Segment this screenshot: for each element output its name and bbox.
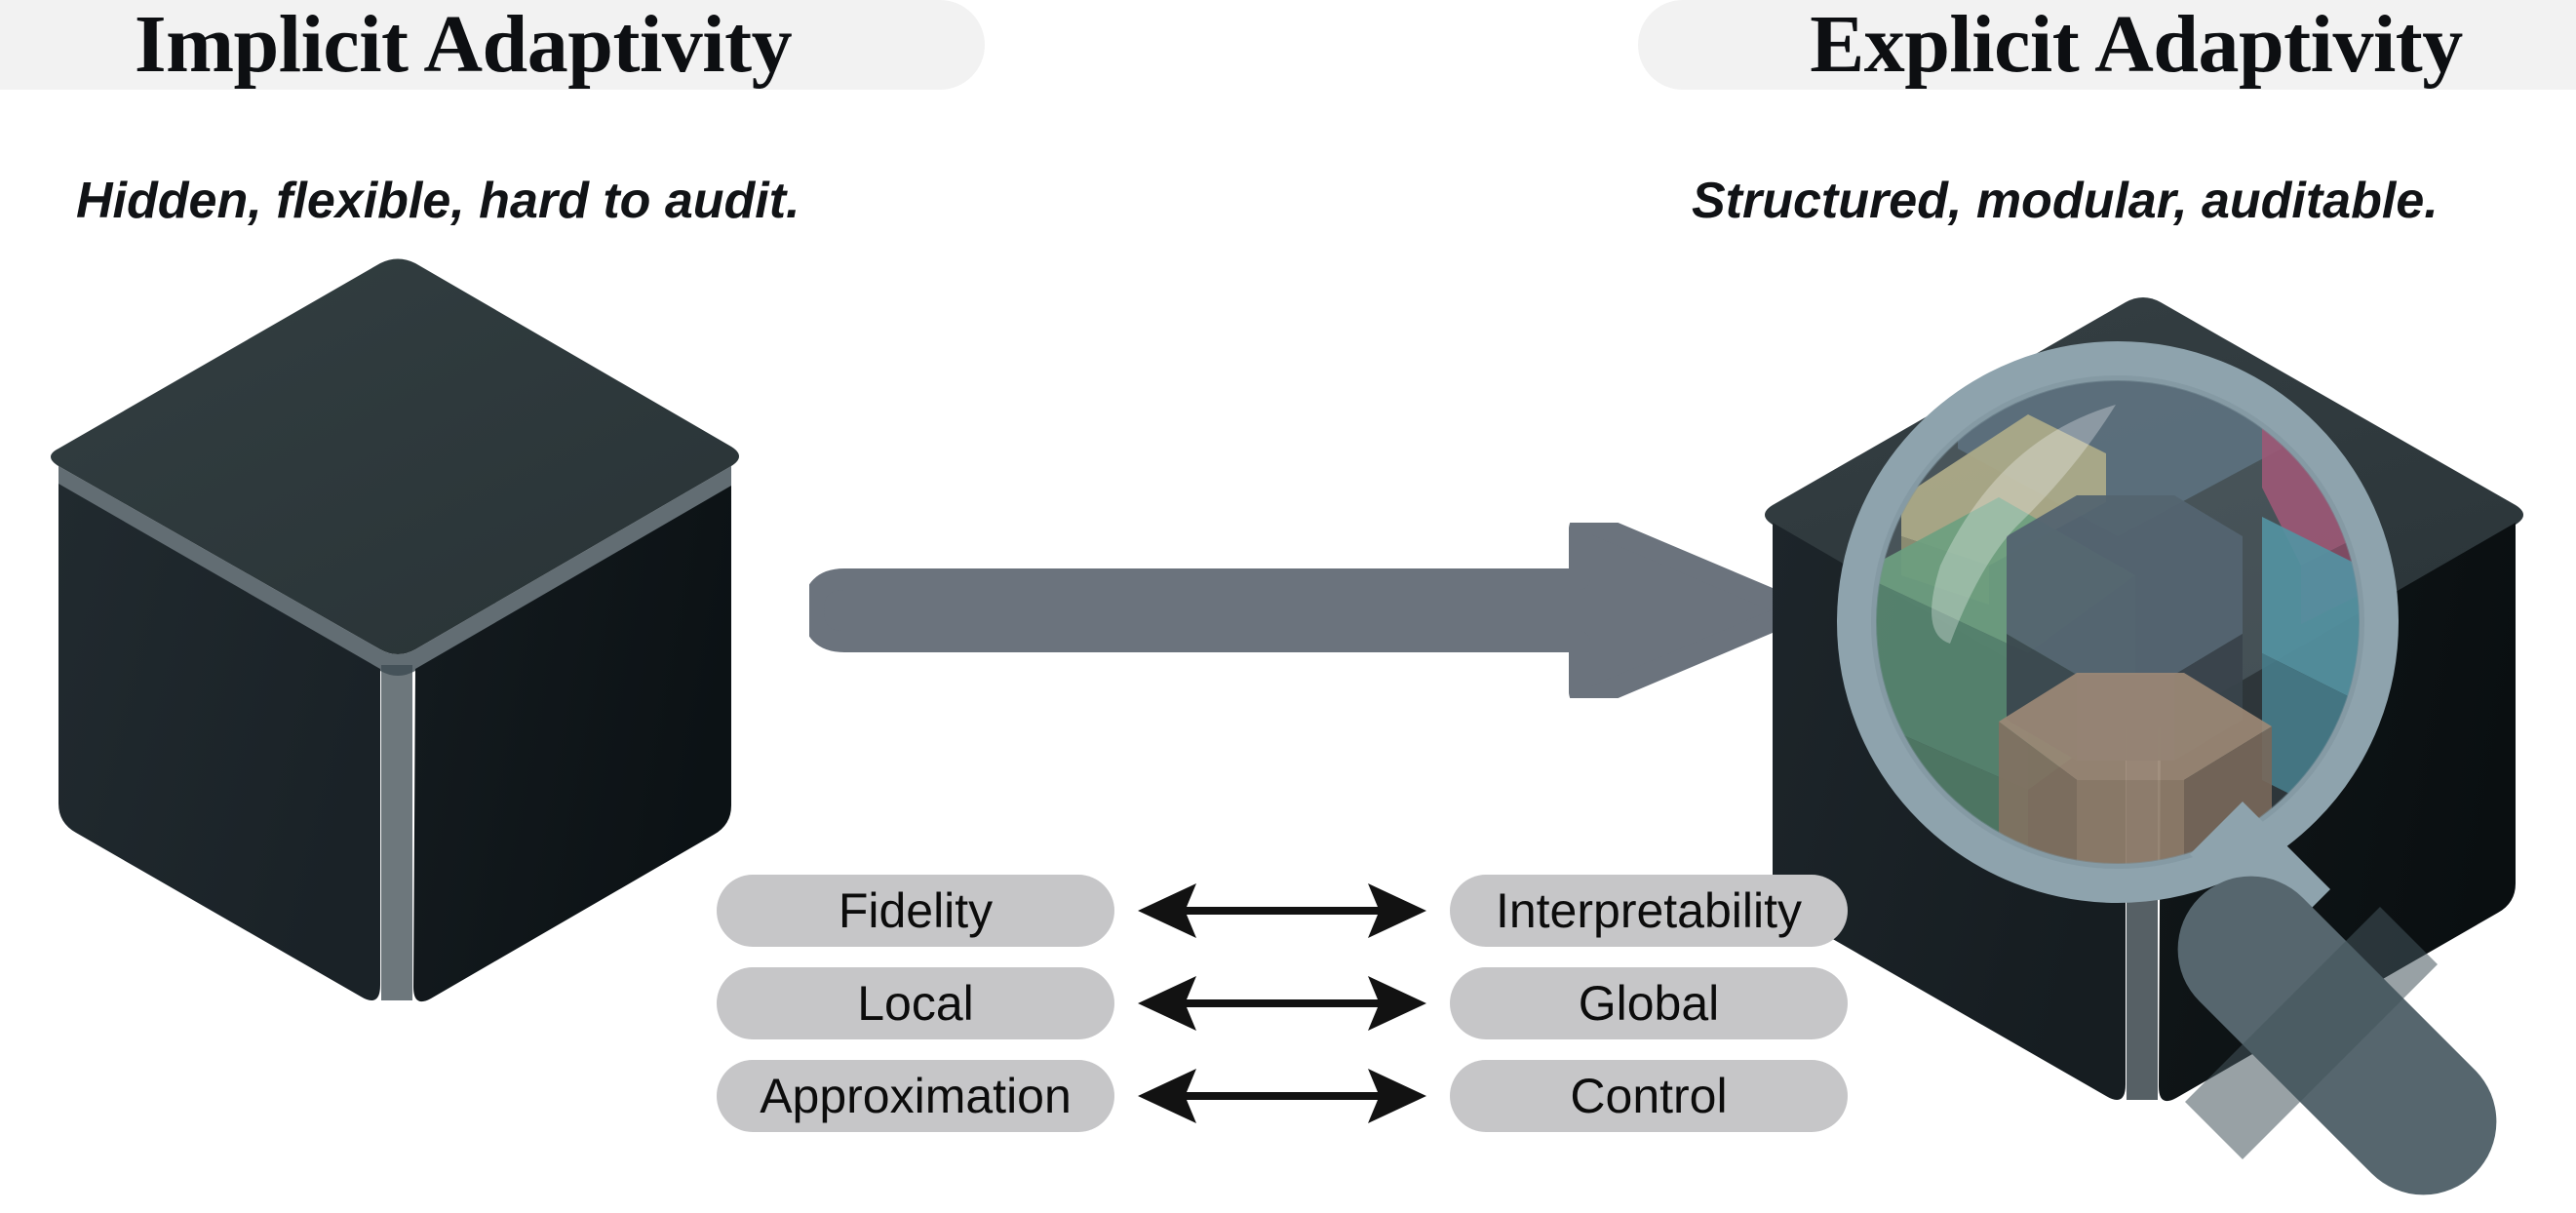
implicit-title-text: Implicit Adaptivity: [134, 0, 793, 90]
double-headed-arrow-icon: [1138, 976, 1426, 1031]
tradeoff-right-pill[interactable]: Interpretability: [1450, 875, 1848, 947]
tradeoff-list: Fidelity Interpretability Local Global A…: [717, 868, 1848, 1160]
tradeoff-right-pill[interactable]: Global: [1450, 967, 1848, 1039]
lens-ring: [1837, 341, 2399, 903]
cube-under-magnifier-icon: [1765, 297, 2523, 1195]
implicit-subtitle: Hidden, flexible, hard to audit.: [76, 173, 800, 229]
tradeoff-right-pill[interactable]: Control: [1450, 1060, 1848, 1132]
explicit-subtitle: Structured, modular, auditable.: [1692, 173, 2439, 229]
tradeoff-right-label: Global: [1578, 976, 1720, 1031]
right-arrow-icon: [809, 523, 1794, 698]
tradeoff-left-label: Approximation: [760, 1069, 1072, 1123]
implicit-title-pill: Implicit Adaptivity: [0, 0, 985, 90]
tradeoff-row: Approximation Control: [717, 1053, 1848, 1139]
double-headed-arrow-icon: [1138, 883, 1426, 938]
tradeoff-left-pill[interactable]: Fidelity: [717, 875, 1114, 947]
tradeoff-right-label: Control: [1570, 1069, 1728, 1123]
tradeoff-row: Fidelity Interpretability: [717, 868, 1848, 954]
tradeoff-left-pill[interactable]: Local: [717, 967, 1114, 1039]
tradeoff-right-label: Interpretability: [1495, 883, 1803, 938]
explicit-title-pill: Explicit Adaptivity: [1638, 0, 2576, 90]
opaque-black-cube-icon: [51, 258, 739, 1002]
tradeoff-left-label: Local: [857, 976, 974, 1031]
tradeoff-row: Local Global: [717, 960, 1848, 1046]
magnifier-handle: [2177, 802, 2497, 1195]
tradeoff-left-pill[interactable]: Approximation: [717, 1060, 1114, 1132]
double-headed-arrow-icon: [1138, 1069, 1426, 1123]
tradeoff-left-label: Fidelity: [838, 883, 994, 938]
explicit-title-text: Explicit Adaptivity: [1810, 0, 2463, 90]
magnified-modules: [1874, 378, 2361, 866]
